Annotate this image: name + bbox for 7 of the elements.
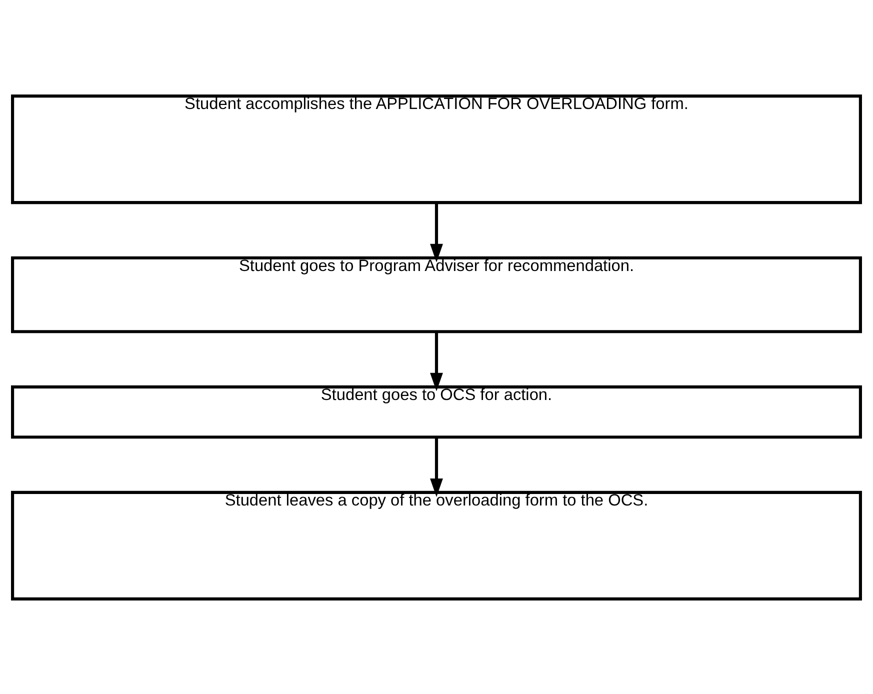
- arrow: [430, 331, 443, 391]
- node-box: Student goes to OCS for action.: [11, 384, 862, 438]
- node-box: Student leaves a copy of the overloading form to the OCS.: [11, 490, 862, 600]
- arrow: [430, 436, 443, 496]
- node-box: Student accomplishes the APPLICATION FOR OVERLOADING form.: [11, 94, 862, 204]
- node-box: Student goes to Program Adviser for recommendation.: [11, 256, 862, 333]
- arrow: [430, 202, 443, 262]
